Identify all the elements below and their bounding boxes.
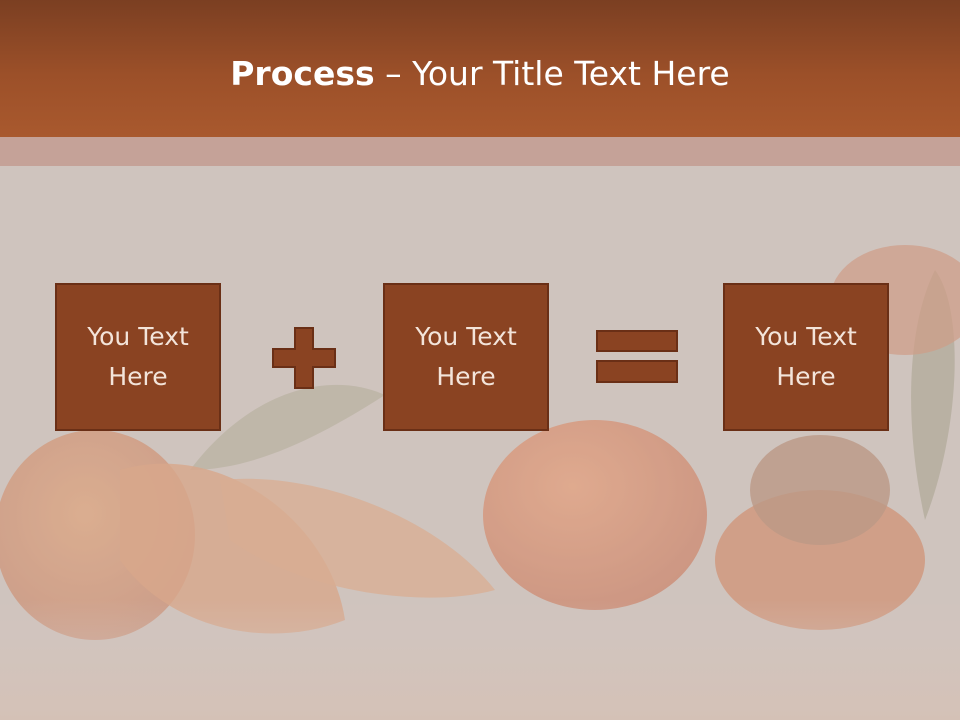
- title-rest-text: – Your Title Text Here: [374, 54, 730, 93]
- process-box-1-text: You Text Here: [87, 322, 189, 391]
- process-box-3-text: You Text Here: [755, 322, 857, 391]
- process-box-3[interactable]: You Text Here: [723, 283, 889, 431]
- title-divider-strip: [0, 137, 960, 166]
- process-box-2-text: You Text Here: [415, 322, 517, 391]
- plus-icon: [272, 327, 336, 389]
- process-box-1[interactable]: You Text Here: [55, 283, 221, 431]
- equals-icon: [596, 330, 678, 383]
- title-bar: [0, 0, 960, 137]
- title-bold-text: Process: [230, 54, 375, 93]
- slide-title: Process – Your Title Text Here: [0, 52, 960, 96]
- process-box-2[interactable]: You Text Here: [383, 283, 549, 431]
